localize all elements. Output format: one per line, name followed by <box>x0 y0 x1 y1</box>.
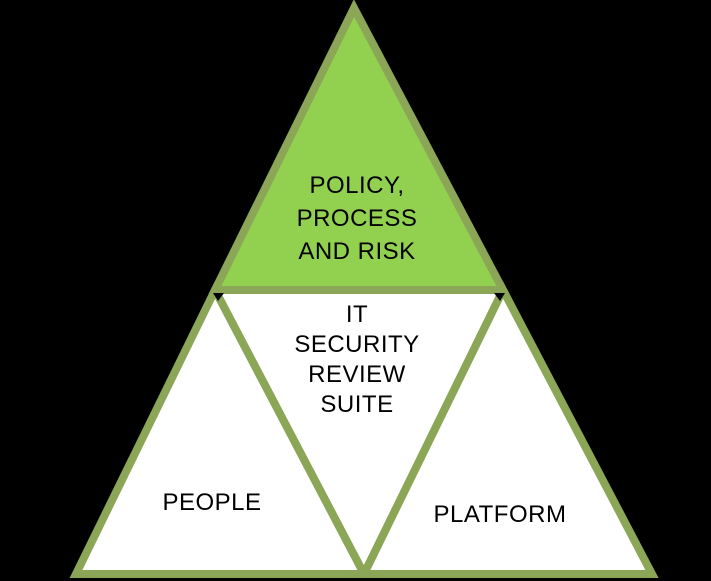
bottom-left-section-shape <box>69 281 371 578</box>
bottom-left-section-label: PEOPLE <box>162 489 262 516</box>
bottom-right-section-label: PLATFORM <box>433 501 567 528</box>
gap-notch-right <box>494 293 505 301</box>
top-section-shape <box>208 0 510 294</box>
gap-notch-left <box>213 293 224 301</box>
center-section-label: IT SECURITY REVIEW SUITE <box>294 301 420 418</box>
top-section-label: POLICY, PROCESS AND RISK <box>296 172 418 265</box>
bottom-right-section-shape <box>357 281 659 578</box>
